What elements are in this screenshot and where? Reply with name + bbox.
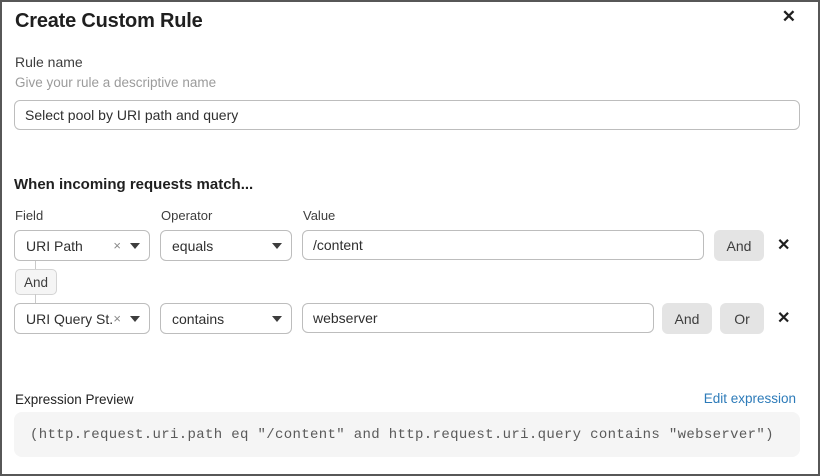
operator-select-1-value: equals: [172, 237, 214, 254]
operator-select-2-value: contains: [172, 310, 225, 327]
delete-row-icon[interactable]: ✕: [777, 310, 791, 327]
add-and-condition-button-2[interactable]: And: [662, 303, 712, 334]
operator-select-2[interactable]: contains: [160, 303, 292, 334]
edit-expression-link[interactable]: Edit expression: [703, 391, 796, 406]
value-column-label: Value: [303, 208, 336, 223]
dialog-title: Create Custom Rule: [15, 10, 203, 32]
field-select-1[interactable]: URI Path ×: [14, 230, 150, 261]
delete-row-icon[interactable]: ✕: [777, 237, 791, 254]
field-select-2[interactable]: URI Query St... ×: [14, 303, 150, 334]
rule-name-label: Rule name: [15, 54, 83, 70]
add-or-condition-button-2[interactable]: Or: [720, 303, 764, 334]
connector-line: [35, 261, 36, 270]
field-select-2-value: URI Query St...: [26, 310, 114, 327]
operator-select-1[interactable]: equals: [160, 230, 292, 261]
connector-line: [35, 294, 36, 303]
logic-connector-toggle[interactable]: And: [15, 269, 57, 295]
expression-preview-box: (http.request.uri.path eq "/content" and…: [14, 412, 800, 457]
add-and-condition-button-1[interactable]: And: [714, 230, 764, 261]
rule-name-helper: Give your rule a descriptive name: [15, 75, 217, 90]
close-icon[interactable]: ✕: [781, 7, 796, 26]
operator-column-label: Operator: [161, 208, 213, 223]
expression-text: (http.request.uri.path eq "/content" and…: [30, 426, 774, 443]
chevron-down-icon: [130, 242, 140, 249]
match-heading: When incoming requests match...: [14, 176, 254, 193]
field-select-1-value: URI Path: [26, 237, 83, 254]
clear-selection-icon[interactable]: ×: [113, 238, 121, 253]
clear-selection-icon[interactable]: ×: [113, 311, 121, 326]
chevron-down-icon: [272, 242, 282, 249]
chevron-down-icon: [130, 315, 140, 322]
chevron-down-icon: [272, 315, 282, 322]
value-input-2[interactable]: [302, 303, 654, 333]
rule-name-input[interactable]: [14, 100, 800, 130]
value-input-1[interactable]: [302, 230, 704, 260]
expression-preview-label: Expression Preview: [15, 392, 134, 407]
field-column-label: Field: [15, 208, 44, 223]
